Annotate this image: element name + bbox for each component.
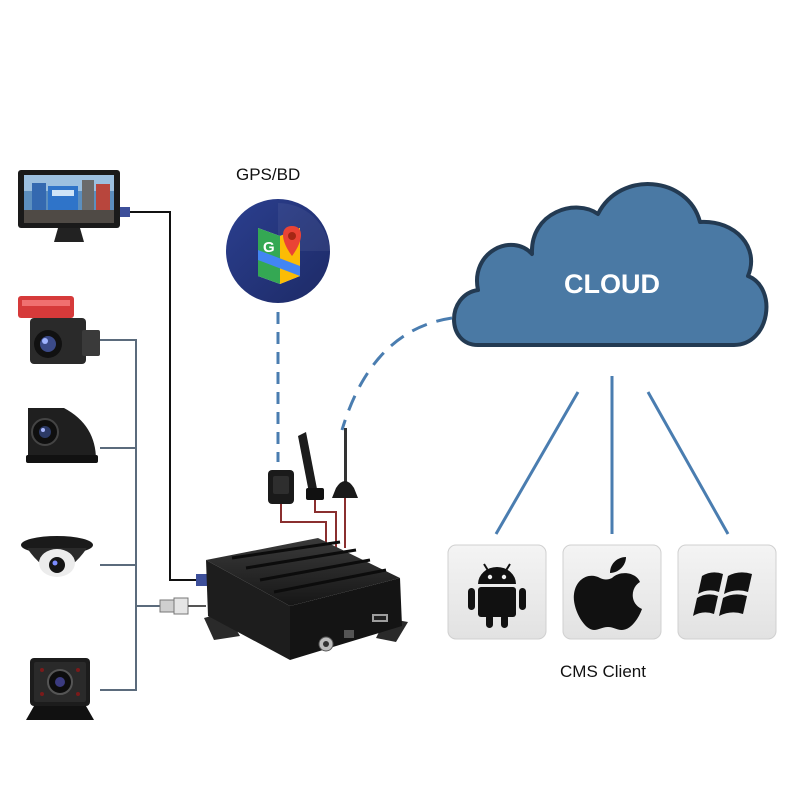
apple-icon — [573, 557, 642, 630]
monitor-connector — [120, 207, 130, 217]
cms-client-label: CMS Client — [560, 662, 646, 681]
front-camera-icon — [26, 658, 94, 720]
map-pin-icon: G — [226, 199, 330, 303]
mobile-dvr-device — [204, 538, 408, 660]
android-icon — [468, 563, 526, 628]
client-tile-windows — [677, 544, 777, 640]
cloud-signal-link — [340, 316, 453, 431]
wifi-antenna-icon — [298, 432, 324, 500]
cloud-client-links — [494, 376, 730, 535]
camera-bus — [100, 339, 170, 691]
network-plug — [159, 597, 206, 615]
dome-camera-icon — [21, 536, 93, 577]
cloud-icon — [452, 182, 769, 347]
antenna-wires — [280, 498, 346, 548]
cloud-label: CLOUD — [564, 269, 660, 299]
ahd-camera-icon — [18, 296, 100, 364]
4g-antenna-icon — [332, 428, 358, 498]
dvr-vga-connector — [196, 574, 208, 586]
monitor-cable — [128, 211, 198, 581]
windows-icon — [693, 572, 752, 616]
client-tile-apple — [562, 544, 662, 640]
client-tile-android — [447, 544, 547, 640]
monitor-icon — [18, 170, 120, 242]
svg-text:G: G — [263, 239, 275, 256]
gps-antenna-icon — [268, 470, 294, 504]
side-camera-icon — [26, 408, 98, 463]
gps-label: GPS/BD — [236, 165, 300, 184]
